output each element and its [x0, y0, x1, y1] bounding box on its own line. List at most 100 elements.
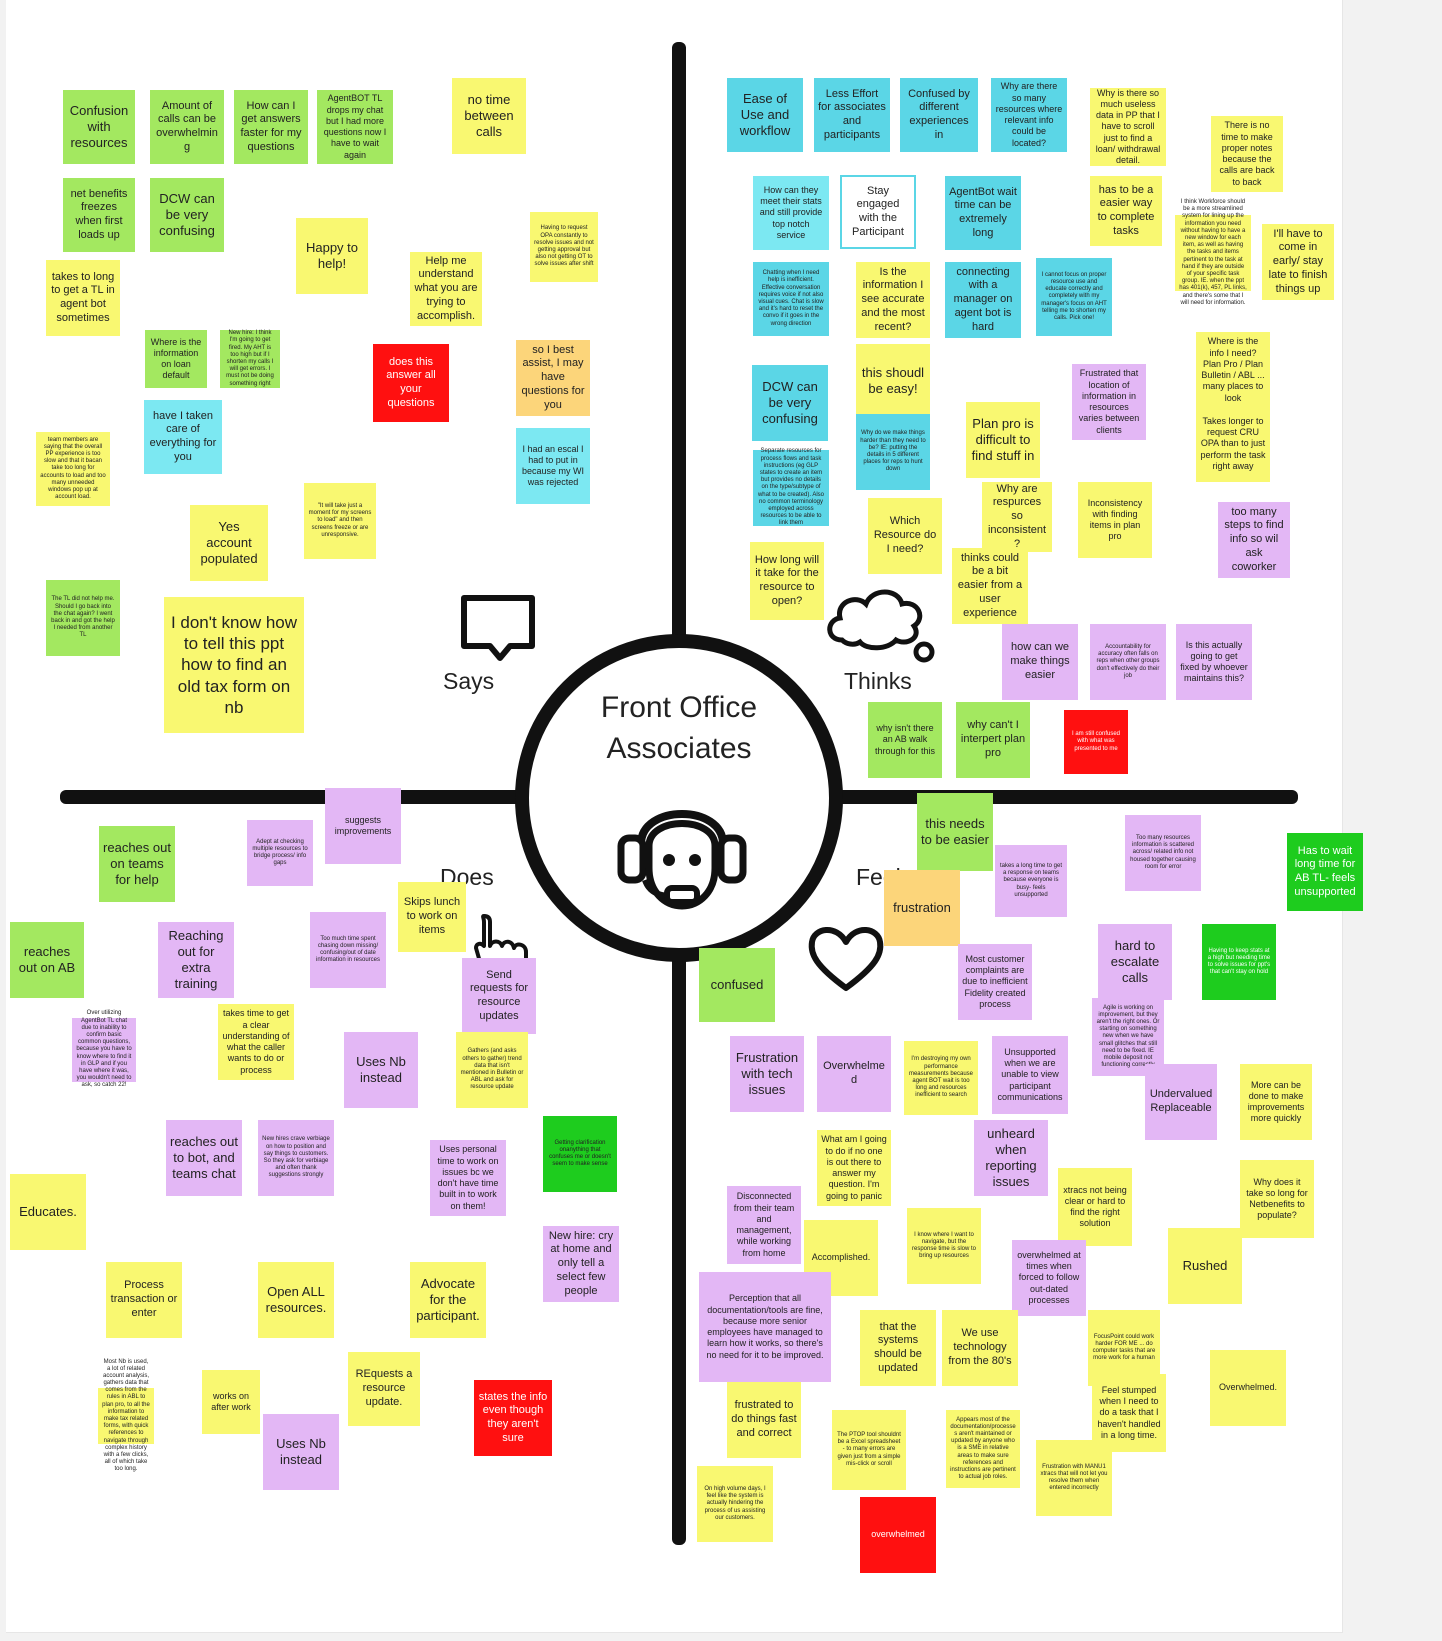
sticky-note[interactable]: xtracs not being clear or hard to find t… — [1058, 1168, 1132, 1246]
sticky-note[interactable]: New hire: I think I'm going to get fired… — [220, 330, 280, 388]
sticky-note[interactable]: Frustration with MANU1 xtracs that will … — [1036, 1440, 1112, 1516]
sticky-note[interactable]: Plan pro is difficult to find stuff in — [966, 402, 1040, 478]
sticky-note[interactable]: Having to keep stats at a high but needi… — [1202, 924, 1276, 1000]
sticky-note[interactable]: Send requests for resource updates — [462, 958, 536, 1034]
sticky-note[interactable]: takes to long to get a TL in agent bot s… — [46, 260, 120, 336]
sticky-note[interactable]: Confused by different experiences in — [900, 78, 978, 152]
sticky-note[interactable]: Unsupported when we are unable to view p… — [992, 1036, 1068, 1114]
sticky-note[interactable]: Why are respurces so inconsistent? — [982, 482, 1052, 552]
sticky-note[interactable]: Perception that all documentation/tools … — [699, 1272, 831, 1382]
sticky-note[interactable]: I am still confused with what was presen… — [1064, 710, 1128, 774]
sticky-note[interactable]: Inconsistency with finding items in plan… — [1078, 482, 1152, 558]
sticky-note[interactable]: Most customer complaints are due to inef… — [958, 944, 1032, 1020]
sticky-note[interactable]: overwhelmed — [860, 1497, 936, 1573]
sticky-note[interactable]: FocusPoint could work harder FOR ME ... … — [1088, 1310, 1160, 1386]
sticky-note[interactable]: confused — [699, 948, 775, 1022]
sticky-note[interactable]: Why is there so much useless data in PP … — [1090, 88, 1166, 166]
sticky-note[interactable]: so I best assist, I may have questions f… — [516, 340, 590, 416]
sticky-note[interactable]: Why does it take so long for Netbenefits… — [1240, 1160, 1314, 1238]
sticky-note[interactable]: team members are saying that the overall… — [36, 432, 110, 506]
sticky-note[interactable]: reaches out on teams for help — [99, 826, 175, 902]
sticky-note[interactable]: AgentBOT TL drops my chat but I had more… — [317, 90, 393, 164]
sticky-note[interactable]: Uses Nb instead — [263, 1414, 339, 1490]
sticky-note[interactable]: this needs to be easier — [917, 793, 993, 871]
sticky-note[interactable]: connecting with a manager on agent bot i… — [945, 262, 1021, 338]
sticky-note[interactable]: why isn't there an AB walk through for t… — [868, 702, 942, 778]
sticky-note[interactable]: too many steps to find info so wil ask c… — [1218, 502, 1290, 578]
sticky-note[interactable]: net benefits freezes when first loads up — [63, 178, 135, 252]
sticky-note[interactable]: How can I get answers faster for my ques… — [234, 90, 308, 164]
sticky-note[interactable]: Most Nb is used, a lot of related accoun… — [98, 1359, 154, 1472]
sticky-note[interactable]: Over utilizing AgentBot TL chat due to i… — [72, 1010, 136, 1088]
sticky-note[interactable]: We use technology from the 80's — [942, 1310, 1018, 1386]
sticky-note[interactable]: Getting clarification onanything that co… — [543, 1116, 617, 1192]
sticky-note[interactable]: DCW can be very confusing — [752, 365, 828, 441]
sticky-note[interactable]: Has to wait long time for AB TL- feels u… — [1287, 833, 1363, 911]
sticky-note[interactable]: Ease of Use and workflow — [727, 78, 803, 152]
sticky-note[interactable]: New hire: cry at home and only tell a se… — [543, 1226, 619, 1302]
sticky-note[interactable]: Adept at checking multiple resources to … — [247, 820, 313, 886]
sticky-note[interactable]: frustration — [884, 870, 960, 946]
sticky-note[interactable]: I don't know how to tell this ppt how to… — [164, 597, 304, 733]
sticky-note[interactable]: Educates. — [10, 1174, 86, 1250]
sticky-note[interactable]: have I taken care of everything for you — [144, 400, 222, 474]
sticky-note[interactable]: Uses Nb instead — [344, 1032, 418, 1108]
sticky-note[interactable]: how can we make things easier — [1002, 624, 1078, 700]
sticky-note[interactable]: Separate resources for process flows and… — [753, 448, 829, 526]
sticky-note[interactable]: I know where I want to navigate, but the… — [907, 1208, 981, 1284]
sticky-note[interactable]: REquests a resource update. — [348, 1352, 420, 1426]
sticky-note[interactable]: On high volume days, I feel like the sys… — [697, 1466, 773, 1542]
sticky-note[interactable]: AgentBot wait time can be extremely long — [945, 176, 1021, 250]
sticky-note[interactable]: Stay engaged with the Participant — [840, 175, 916, 249]
sticky-note[interactable]: The TL did not help me. Should I go back… — [46, 580, 120, 656]
sticky-note[interactable]: Frustration with tech issues — [730, 1036, 804, 1112]
sticky-note[interactable]: Agile is working on improvement, but the… — [1092, 998, 1164, 1076]
sticky-note[interactable]: Happy to help! — [296, 218, 368, 294]
sticky-note[interactable]: Disconnected from their team and managem… — [727, 1186, 801, 1264]
sticky-note[interactable]: Less Effort for associates and participa… — [814, 78, 890, 152]
sticky-note[interactable]: thinks could be a bit easier from a user… — [952, 548, 1028, 624]
sticky-note[interactable]: I think Workforce should be a more strea… — [1175, 199, 1251, 306]
sticky-note[interactable]: takes time to get a clear understanding … — [218, 1004, 294, 1080]
sticky-note[interactable]: reaches out to bot, and teams chat — [166, 1120, 242, 1196]
sticky-note[interactable]: Why are there so many resources where re… — [991, 78, 1067, 152]
sticky-note[interactable]: Too much time spent chasing down missing… — [310, 912, 386, 988]
sticky-note[interactable]: unheard when reporting issues — [974, 1120, 1048, 1196]
sticky-note[interactable]: that the systems should be updated — [860, 1310, 936, 1386]
sticky-note[interactable]: Skips lunch to work on items — [398, 882, 466, 952]
sticky-note[interactable]: Overwhelmed. — [1210, 1350, 1286, 1426]
sticky-note[interactable]: Reaching out for extra training — [158, 922, 234, 998]
sticky-note[interactable]: I cannot focus on proper resource use an… — [1036, 258, 1112, 336]
sticky-note[interactable]: There is no time to make proper notes be… — [1211, 116, 1283, 192]
sticky-note[interactable]: I'll have to come in early/ stay late to… — [1262, 224, 1334, 300]
sticky-note[interactable]: New hires crave verbiage on how to posit… — [258, 1120, 334, 1196]
sticky-note[interactable]: How long will it take for the resource t… — [750, 542, 824, 620]
sticky-note[interactable]: Rushed — [1168, 1228, 1242, 1304]
sticky-note[interactable]: Advocate for the participant. — [410, 1262, 486, 1338]
sticky-note[interactable]: Appears most of the documentation/proces… — [946, 1410, 1020, 1488]
sticky-note[interactable]: overwhelmed at times when forced to foll… — [1012, 1240, 1086, 1316]
sticky-note[interactable]: Yes account populated — [190, 505, 268, 581]
sticky-note[interactable]: Process transaction or enter — [106, 1262, 182, 1338]
sticky-note[interactable]: reaches out on AB — [10, 922, 84, 998]
sticky-note[interactable]: Is this actually going to get fixed by w… — [1176, 624, 1252, 700]
sticky-note[interactable]: I'm destroying my own performance measur… — [904, 1041, 978, 1115]
sticky-note[interactable]: has to be a easier way to complete tasks — [1090, 176, 1162, 246]
sticky-note[interactable]: Amount of calls can be overwhelming — [150, 90, 224, 164]
sticky-note[interactable]: What am I going to do if no one is out t… — [817, 1130, 891, 1206]
sticky-note[interactable]: Having to request OPA constantly to reso… — [530, 212, 598, 282]
sticky-note[interactable]: Which Resource do I need? — [868, 498, 942, 574]
sticky-note[interactable]: Uses personal time to work on issues bc … — [430, 1140, 506, 1216]
sticky-note[interactable]: Frustrated that location of information … — [1072, 364, 1146, 440]
sticky-note[interactable]: frustrated to do things fast and correct — [727, 1382, 801, 1458]
sticky-note[interactable]: "It will take just a moment for my scree… — [304, 483, 376, 559]
sticky-note[interactable]: Confusion with resources — [63, 90, 135, 164]
sticky-note[interactable]: takes a long time to get a response on t… — [995, 845, 1067, 917]
sticky-note[interactable]: Takes longer to request CRU OPA than to … — [1196, 406, 1270, 482]
sticky-note[interactable]: Gathers (and asks others to gather) tren… — [456, 1032, 528, 1108]
sticky-note[interactable]: works on after work — [202, 1370, 260, 1434]
sticky-note[interactable]: Overwhelmed — [817, 1036, 891, 1112]
sticky-note[interactable]: does this answer all your questions — [373, 344, 449, 422]
sticky-note[interactable]: states the info even though they aren't … — [474, 1380, 552, 1456]
sticky-note[interactable]: why can't I interpert plan pro — [956, 702, 1030, 778]
